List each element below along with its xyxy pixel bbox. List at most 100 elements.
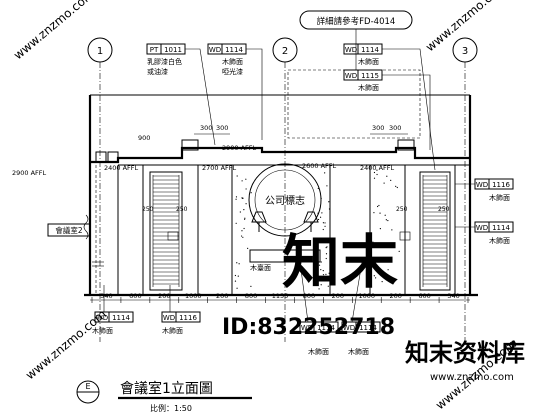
wall-sconce-left xyxy=(251,211,267,223)
hatch-dot xyxy=(376,173,378,176)
dim-label-bottom: 200 xyxy=(389,292,401,300)
hatch-dot xyxy=(244,218,246,220)
tag-code: WD xyxy=(96,314,108,322)
hatch-dot xyxy=(324,225,326,227)
hatch-dot xyxy=(373,212,375,214)
tag-num-box xyxy=(108,311,134,323)
tag-code: PT xyxy=(150,46,159,54)
hatch-dot xyxy=(236,262,238,264)
dim-label-bottom: 1155 xyxy=(272,292,289,300)
tag-code: WD xyxy=(476,224,488,232)
hatch-dot xyxy=(326,246,328,248)
inner-mark: 250 xyxy=(176,206,188,213)
tag-num-box xyxy=(488,221,514,233)
dim-label-bottom: 200 xyxy=(332,292,344,300)
tag-leader xyxy=(299,261,309,323)
height-label: 2900 AFFL xyxy=(12,169,47,177)
trough-left xyxy=(181,139,199,151)
hatch-dot xyxy=(325,247,327,249)
hatch-dot xyxy=(236,175,238,177)
tag-code: WD xyxy=(345,46,357,54)
height-labels: 2900 AFFL 2400 AFFL 2700 AFFL 2600 AFFL … xyxy=(12,124,450,213)
inner-mark: 250 xyxy=(142,206,154,213)
trough-small xyxy=(107,151,119,163)
receptacle xyxy=(399,231,411,241)
hatch-dot xyxy=(391,229,393,231)
hatch-dot xyxy=(328,201,330,203)
hatch-dot xyxy=(237,275,239,277)
hatch-dot xyxy=(384,214,386,216)
hatch-dot xyxy=(379,227,381,230)
height-label: 2600 AFFL xyxy=(302,162,337,170)
dim-label-bottom: 200 xyxy=(158,292,170,300)
tag-num-box xyxy=(355,321,381,333)
hatch-dot xyxy=(250,192,252,194)
hatch-dot xyxy=(238,263,240,265)
hatch-dot xyxy=(398,250,400,252)
grid-bubble-2 xyxy=(272,37,298,63)
hatch-dot xyxy=(234,280,237,282)
tag-num: 1114 xyxy=(359,324,377,332)
title-marker-text: E xyxy=(85,382,90,391)
hatch-dot xyxy=(317,218,320,221)
hatch-dot xyxy=(325,273,327,275)
hatch-dot xyxy=(376,169,378,171)
hatch-dot xyxy=(235,196,238,198)
console-table xyxy=(249,249,321,263)
tag-desc: 啞光漆 xyxy=(222,67,243,76)
tag-code: WD xyxy=(163,314,175,322)
hatch-dot xyxy=(372,241,374,243)
tag-desc: 木飾面 xyxy=(489,193,510,202)
detail-callout-text: 詳細請參考FD-4014 xyxy=(317,16,396,27)
drawing-scale: 比例：1:50 xyxy=(150,403,192,413)
grid-label-3: 3 xyxy=(462,46,468,57)
hatch-dot xyxy=(375,277,377,279)
louver-slats-left xyxy=(152,175,180,287)
tag-leader xyxy=(185,48,216,146)
hatch-dot xyxy=(387,269,389,271)
wall-hatch xyxy=(234,169,400,290)
hatch-dot xyxy=(378,204,380,207)
grid-bubble-3 xyxy=(452,37,478,63)
left-room-box xyxy=(47,223,91,237)
logo-text: 公司標志 xyxy=(265,194,305,207)
hatch-dot xyxy=(241,230,243,232)
dim-label-bottom: 200 xyxy=(216,292,228,300)
dim-label-bottom: 800 xyxy=(245,292,257,300)
watermark-front: ID:832252718 知末资料库 www.znzmo.com xyxy=(222,315,525,383)
title-block: E 會議室1立面圖 比例：1:50 xyxy=(76,380,252,413)
trough-right xyxy=(397,139,415,151)
tag-num: 1115 xyxy=(361,72,379,80)
grid-label-1: 1 xyxy=(97,46,103,57)
dim-label-bottom: 600 xyxy=(418,292,430,300)
tag-desc: 木飾面 xyxy=(308,347,329,356)
console-label: 木臺面 xyxy=(250,263,271,272)
tag-num: 1116 xyxy=(179,314,197,322)
hatch-dot xyxy=(245,188,247,190)
tag-leader xyxy=(382,74,431,150)
tag-desc: 木飾面 xyxy=(489,236,510,245)
dim-label-bottom: 1000 xyxy=(358,292,375,300)
hatch-dot xyxy=(320,261,322,263)
dim-label-bottom: 800 xyxy=(303,292,315,300)
watermark-site-top: www.znzmo.com xyxy=(11,0,97,62)
watermark-site-bottom: www.znzmo.com xyxy=(430,372,514,383)
hatch-dot xyxy=(392,246,395,248)
hatch-dot xyxy=(247,247,249,249)
tag-desc: 木飾面 xyxy=(348,347,369,356)
hatch-dot xyxy=(322,270,324,272)
height-label: 2700 AFFL xyxy=(202,164,237,172)
tag-code: WD xyxy=(209,46,221,54)
tag-desc: 木飾面 xyxy=(92,326,113,335)
hatch-dot xyxy=(387,219,389,222)
hatch-dot xyxy=(322,228,324,231)
hatch-dot xyxy=(395,185,397,187)
tag-num-box xyxy=(175,311,201,323)
hatch-dot xyxy=(244,217,246,219)
hatch-dot xyxy=(371,260,373,262)
hatch-dot xyxy=(326,185,328,187)
tag-leader xyxy=(351,261,363,323)
logo-ring-inner xyxy=(254,169,316,231)
